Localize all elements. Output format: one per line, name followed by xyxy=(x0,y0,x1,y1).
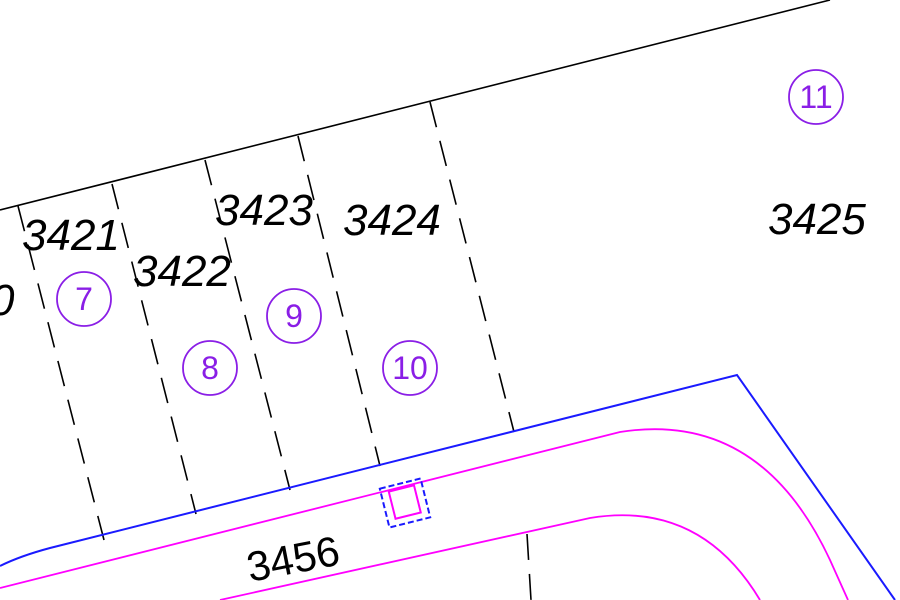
marker-9-circle xyxy=(266,288,322,344)
marker-7: 7 xyxy=(56,271,112,327)
lot-line-3421-3422 xyxy=(111,183,197,515)
lot-line-3424-3425 xyxy=(429,101,515,433)
structure-outer-dashed xyxy=(378,477,432,529)
parcel-label-3424: 3424 xyxy=(343,196,441,245)
marker-7-circle xyxy=(56,271,112,327)
marker-8-circle xyxy=(182,340,238,396)
marker-11: 11 xyxy=(788,69,844,125)
lot-line-3422-3423 xyxy=(204,159,291,491)
marker-8-label: 8 xyxy=(201,350,219,386)
top-boundary-line xyxy=(0,0,831,211)
structure-symbol xyxy=(378,477,432,529)
road-edge-line xyxy=(0,373,896,600)
parcel-label-3423: 3423 xyxy=(215,186,313,235)
marker-11-circle xyxy=(788,69,844,125)
parcel-label-3421: 3421 xyxy=(22,211,120,260)
lot-division-lines xyxy=(17,101,532,600)
lot-line-road-south xyxy=(526,533,532,600)
marker-7-label: 7 xyxy=(75,281,93,317)
road-centerline-lower xyxy=(219,514,761,600)
marker-11-label: 11 xyxy=(799,79,832,115)
structure-inner xyxy=(387,484,422,520)
marker-9-label: 9 xyxy=(285,298,303,334)
marker-9: 9 xyxy=(266,288,322,344)
parcel-label-3425: 3425 xyxy=(768,195,866,244)
parcel-label-3420: 0 xyxy=(0,276,15,325)
road-centerline-upper xyxy=(0,428,849,600)
marker-10: 10 xyxy=(382,340,438,396)
marker-10-circle xyxy=(382,340,438,396)
marker-8: 8 xyxy=(182,340,238,396)
road-label-3456: 3456 xyxy=(243,527,344,591)
parcel-label-3422: 3422 xyxy=(133,247,231,296)
lot-line-3423-3424 xyxy=(297,135,381,467)
marker-10-label: 10 xyxy=(392,350,428,386)
lot-line-3420-3421 xyxy=(17,205,105,541)
